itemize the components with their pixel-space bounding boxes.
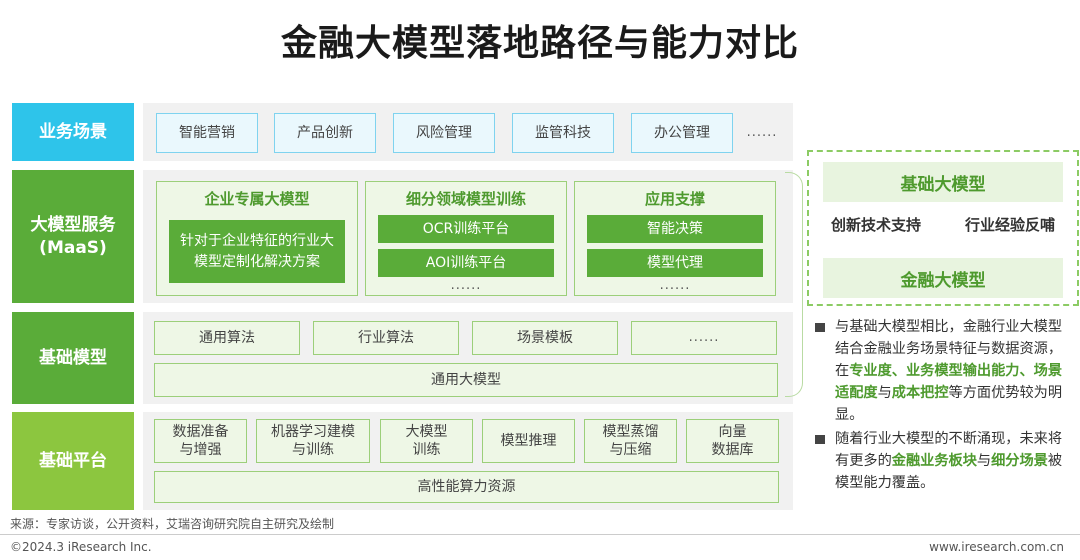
insight-bullets: 与基础大模型相比，金融行业大模型结合金融业务场景特征与数据资源，在专业度、业务模… — [813, 316, 1075, 496]
algo-item: 行业算法 — [313, 321, 459, 355]
bullet-highlight: 成本把控 — [891, 385, 949, 401]
scenario-item: 办公管理 — [631, 113, 733, 153]
scenario-item: 监管科技 — [512, 113, 614, 153]
bullet-item: 随着行业大模型的不断涌现，未来将有更多的金融业务板块与细分场景被模型能力覆盖。 — [813, 428, 1075, 494]
panel-title: 企业专属大模型 — [204, 190, 310, 208]
scenario-more: ...... — [746, 124, 778, 140]
bullet-item: 与基础大模型相比，金融行业大模型结合金融业务场景特征与数据资源，在专业度、业务模… — [813, 316, 1075, 426]
layer-label-scenario: 业务场景 — [12, 103, 134, 161]
bracket-connector — [785, 172, 803, 397]
bullet-square-icon — [815, 323, 825, 332]
scenario-item: 智能营销 — [156, 113, 258, 153]
source-note: 来源：专家访谈，公开资料，艾瑞咨询研究院自主研究及绘制 — [10, 517, 335, 531]
bullet-highlight: 金融业务板块 — [891, 453, 977, 469]
bullet-text-part: 与基础大模型相比，金融行业大模型结合金融业务场景特征与数据资源，在 — [835, 319, 1063, 379]
algo-more: ...... — [631, 321, 777, 355]
copyright: ©2024.3 iResearch Inc. — [10, 540, 152, 554]
bullet-text-part: 与 — [877, 385, 892, 401]
panel-domain-training: 细分领域模型训练 OCR训练平台 AOI训练平台 ...... — [365, 181, 567, 296]
panel-title: 应用支撑 — [644, 190, 705, 208]
scenario-item: 风险管理 — [393, 113, 495, 153]
panel-title: 细分领域模型训练 — [405, 190, 526, 208]
bullet-text-part: 等方面优势较为明显。 — [835, 385, 1063, 423]
smart-decision: 智能决策 — [587, 215, 763, 243]
base-large-model: 基础大模型 — [823, 162, 1063, 202]
layer-label-maas: 大模型服务 (MaaS) — [12, 170, 134, 303]
training-more: ...... — [450, 277, 482, 293]
algo-item: 通用算法 — [154, 321, 300, 355]
finance-large-model: 金融大模型 — [823, 258, 1063, 298]
support-row: 创新技术支持 行业经验反哺 — [809, 214, 1077, 235]
page-title: 金融大模型落地路径与能力对比 — [280, 23, 799, 64]
model-agent: 模型代理 — [587, 249, 763, 277]
support-more: ...... — [659, 277, 691, 293]
platform-label-text: 基础平台 — [39, 450, 107, 471]
maas-label-line1: 大模型服务 — [30, 214, 116, 235]
platform-item: 模型推理 — [482, 419, 575, 463]
bullet-text: 与基础大模型相比，金融行业大模型结合金融业务场景特征与数据资源，在专业度、业务模… — [835, 316, 1075, 426]
aoi-platform: AOI训练平台 — [378, 249, 554, 277]
bullet-highlight: 专业度、业务模型输出能力、场景适配度 — [835, 363, 1063, 401]
model-comparison-box: 基础大模型 创新技术支持 行业经验反哺 金融大模型 — [807, 150, 1079, 306]
maas-label-line2: (MaaS) — [39, 237, 107, 258]
ocr-platform: OCR训练平台 — [378, 215, 554, 243]
platform-item: 模型蒸馏 与压缩 — [584, 419, 677, 463]
compute-bar: 高性能算力资源 — [154, 471, 779, 503]
platform-item: 机器学习建模 与训练 — [256, 419, 370, 463]
panel-enterprise-model: 企业专属大模型 针对于企业特征的行业大模型定制化解决方案 — [156, 181, 358, 296]
layer-label-platform: 基础平台 — [12, 412, 134, 510]
bullet-highlight: 细分场景 — [991, 453, 1048, 469]
scenario-item: 产品创新 — [274, 113, 376, 153]
bullet-text-part: 随着行业大模型的不断涌现，未来将有更多的 — [835, 431, 1063, 469]
panel-app-support: 应用支撑 智能决策 模型代理 ...... — [574, 181, 776, 296]
base-model-label-text: 基础模型 — [39, 347, 107, 368]
footer-divider — [0, 534, 1080, 535]
industry-feedback: 行业经验反哺 — [964, 216, 1055, 234]
innovation-support: 创新技术支持 — [830, 216, 921, 234]
enterprise-model-desc: 针对于企业特征的行业大模型定制化解决方案 — [169, 220, 345, 283]
bullet-text-part: 被模型能力覆盖。 — [835, 453, 1063, 491]
platform-item: 数据准备 与增强 — [154, 419, 247, 463]
algo-item: 场景模板 — [472, 321, 618, 355]
website-link[interactable]: www.iresearch.com.cn — [929, 540, 1064, 554]
bullet-text-part: 与 — [976, 453, 992, 469]
bullet-square-icon — [815, 435, 825, 444]
platform-item: 大模型 训练 — [380, 419, 473, 463]
bullet-text: 随着行业大模型的不断涌现，未来将有更多的金融业务板块与细分场景被模型能力覆盖。 — [835, 428, 1075, 494]
platform-item: 向量 数据库 — [686, 419, 779, 463]
layer-label-base-model: 基础模型 — [12, 312, 134, 404]
general-model-bar: 通用大模型 — [154, 363, 778, 397]
scenario-label-text: 业务场景 — [39, 121, 107, 142]
